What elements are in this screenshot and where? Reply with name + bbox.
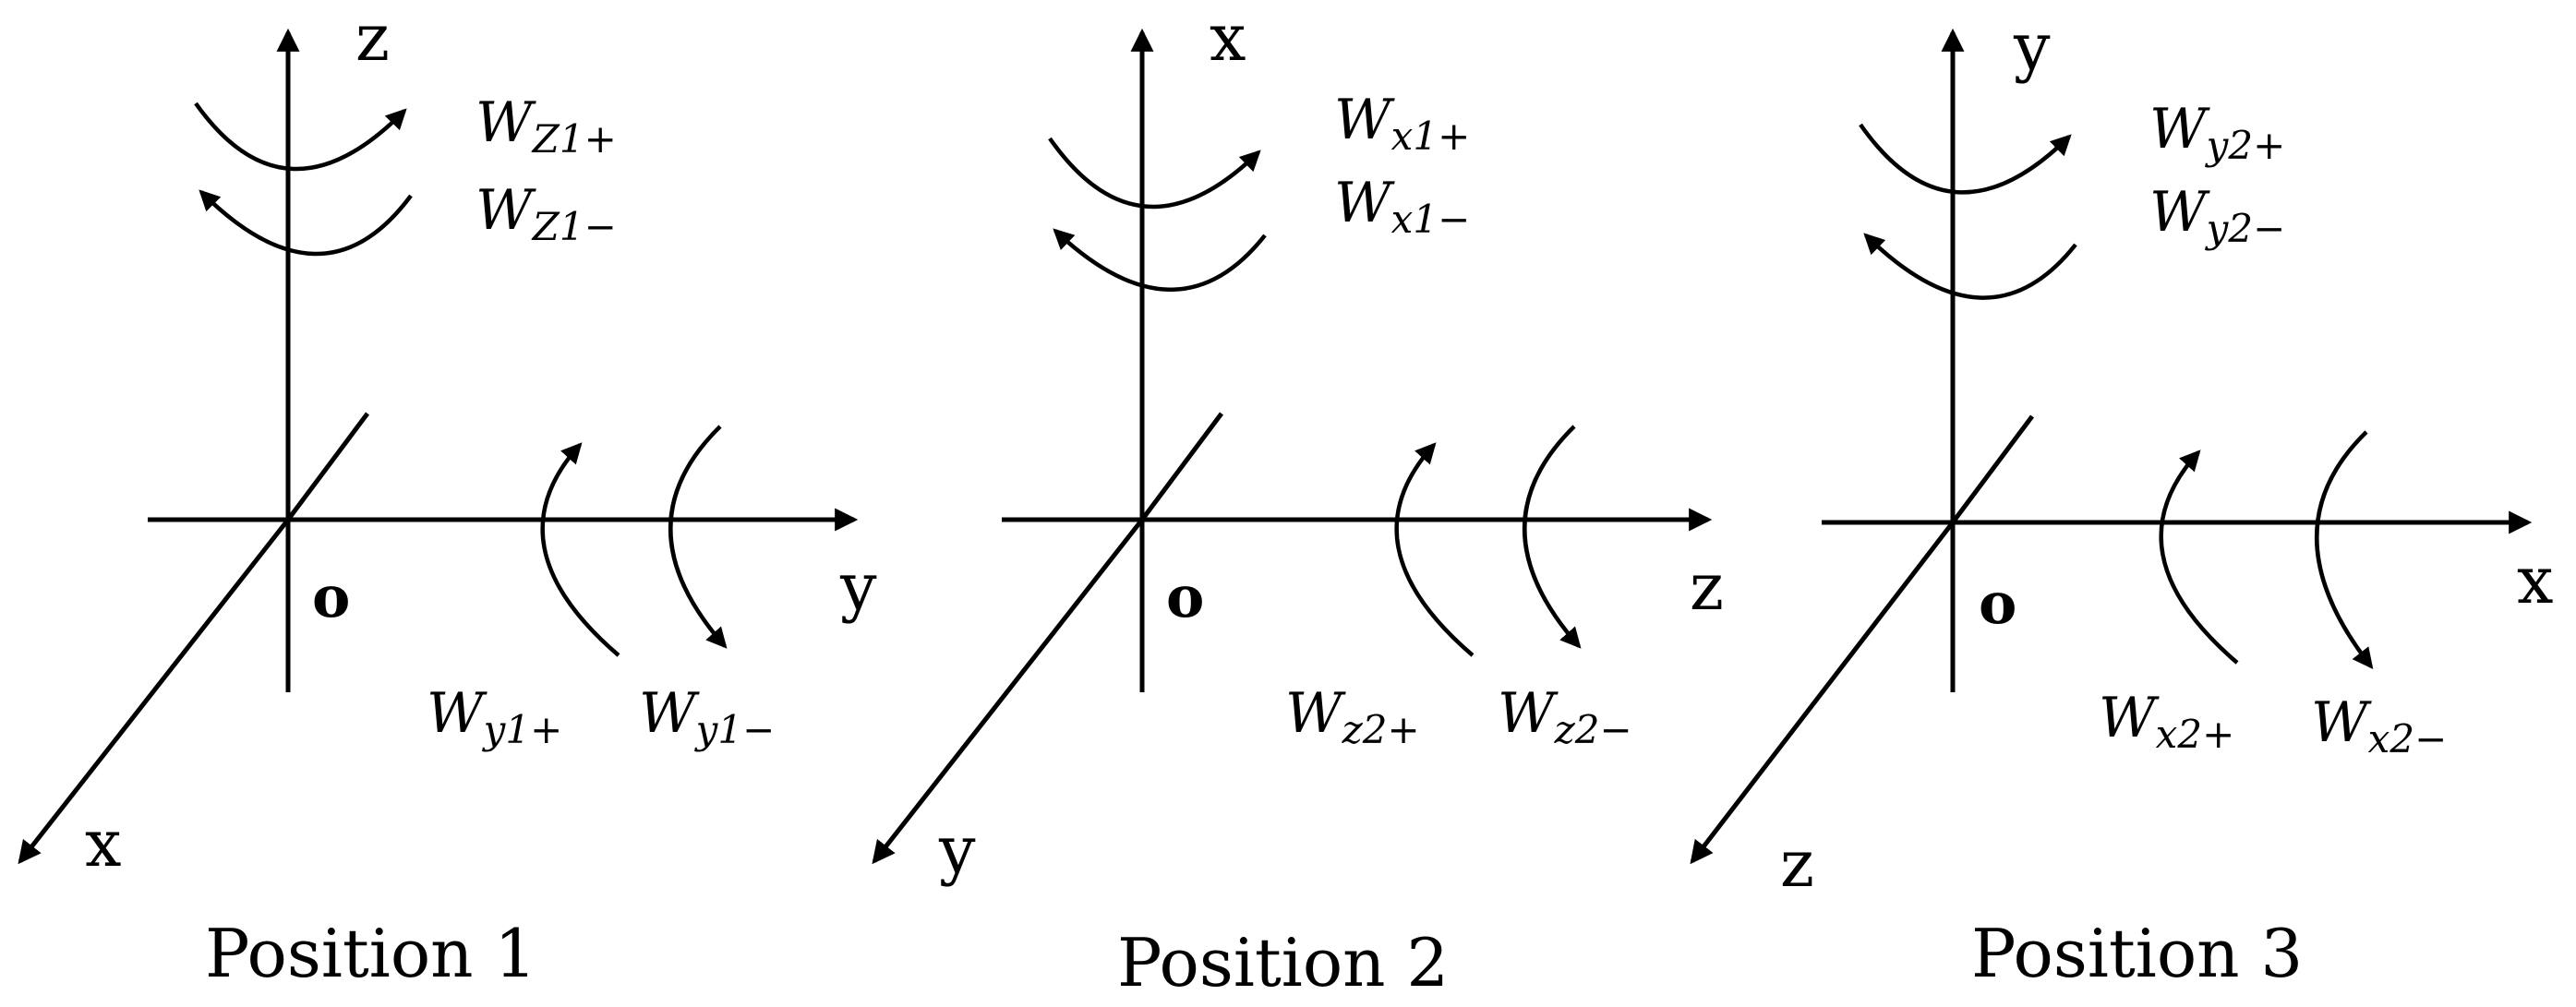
rotation-arrow-minus-icon <box>1523 425 1582 649</box>
rotation-label: WZ1− <box>475 178 617 249</box>
rotation-label: Wy1− <box>639 681 775 752</box>
rotation-arrow-plus-icon <box>1859 123 2072 195</box>
horizontal-axis-label: y <box>839 549 877 625</box>
panel-position-2: x z y o Wx1+ Wx1− Wz2+ Wz2− Position 2 <box>872 0 1724 1001</box>
rotation-arrow-minus-icon <box>668 425 728 649</box>
origin-label: o <box>312 563 350 630</box>
diagonal-axis-back-line <box>1139 412 1224 521</box>
rotation-label: Wy2− <box>2149 180 2285 251</box>
diagonal-axis-label: x <box>85 806 121 881</box>
vertical-axis-label: y <box>2013 9 2051 85</box>
rotation-label: WZ1+ <box>475 90 617 162</box>
panel-position-3: y x z o Wy2+ Wy2− Wx2+ Wx2− Position 3 <box>1690 9 2553 992</box>
rotation-label: Wz2− <box>1498 681 1632 752</box>
rotation-label: Wx1− <box>1334 171 1470 242</box>
rotation-arrow-minus-icon <box>1863 233 2077 300</box>
panel-caption: Position 3 <box>1971 915 2303 992</box>
panel-position-1: z y x o WZ1+ WZ1− Wy1+ Wy1− Position 1 <box>18 0 877 992</box>
origin-label: o <box>1166 563 1204 630</box>
origin-label: o <box>1979 569 2016 637</box>
rotation-label: Wy1+ <box>427 681 562 752</box>
rotation-arrow-minus-icon <box>199 189 413 257</box>
diagonal-axis-back-line <box>285 412 370 521</box>
panel-caption: Position 2 <box>1117 924 1449 1001</box>
diagonal-axis-label: y <box>938 812 976 888</box>
rotation-arrow-minus-icon <box>1053 228 1267 292</box>
rotation-arrow-plus-icon <box>1394 442 1475 657</box>
horizontal-axis-label: z <box>1690 549 1724 625</box>
rotation-arrow-plus-icon <box>1048 137 1261 210</box>
rotation-label: Wy2+ <box>2149 97 2285 168</box>
rotation-arrow-plus-icon <box>540 442 620 657</box>
panel-caption: Position 1 <box>205 915 536 992</box>
diagonal-axis-line <box>1690 521 1955 865</box>
rotation-arrow-plus-icon <box>194 102 407 172</box>
rotation-label: Wx2− <box>2311 690 2447 761</box>
diagonal-axis-line <box>872 518 1144 865</box>
rotation-arrow-plus-icon <box>2159 450 2239 665</box>
rotation-label: Wx1+ <box>1334 88 1470 159</box>
diagonal-axis-back-line <box>1950 414 2035 524</box>
vertical-axis-label: x <box>1210 0 1246 76</box>
diagonal-axis-line <box>18 518 290 865</box>
rotation-label: Wx2+ <box>2099 686 2234 757</box>
vertical-axis-label: z <box>355 0 390 76</box>
rotation-arrow-minus-icon <box>2315 430 2374 669</box>
diagonal-axis-label: z <box>1780 826 1814 902</box>
rotation-label: Wz2+ <box>1285 681 1420 752</box>
horizontal-axis-label: x <box>2517 543 2553 618</box>
